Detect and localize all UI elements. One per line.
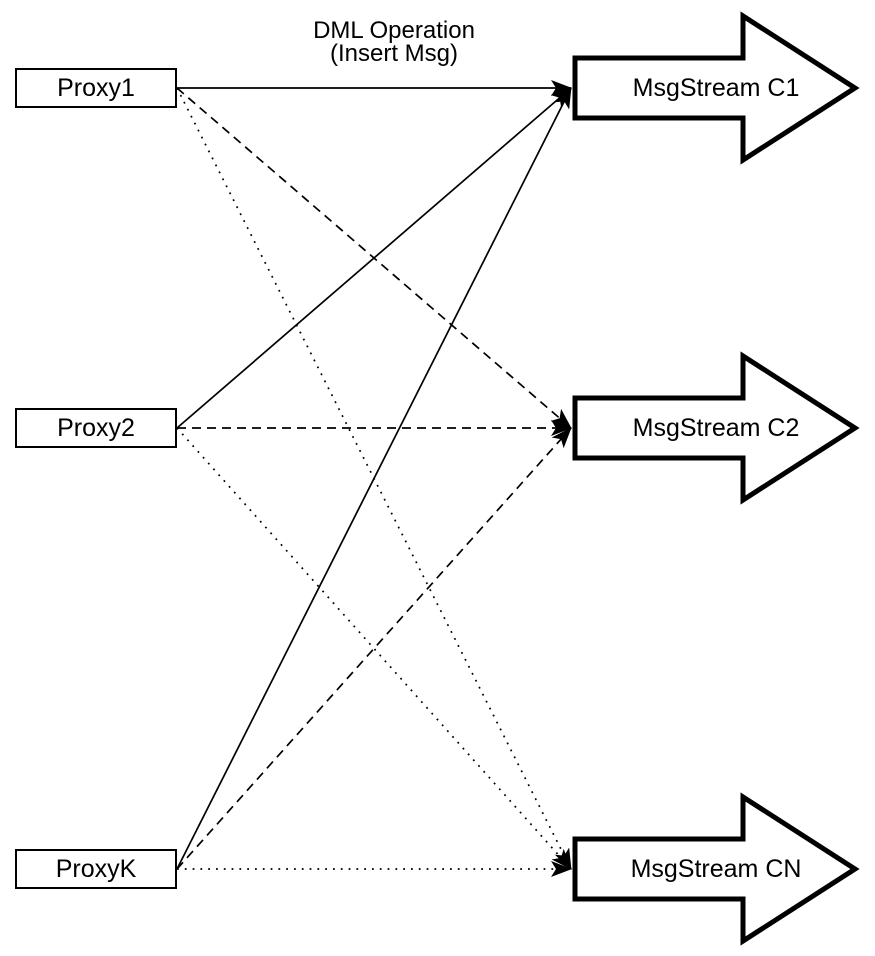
proxy2-node: Proxy2 (15, 408, 177, 448)
dml-operation-label-line1: DML Operation (313, 17, 475, 44)
msgstream-c2-arrow-shape (572, 351, 860, 505)
edge-proxyK-c2-dashed (176, 427, 572, 870)
edge-connectors (176, 80, 572, 877)
edge-proxyK-c1-solid (176, 87, 572, 870)
edge-proxy2-c1-solid (176, 87, 572, 429)
proxy1-node: Proxy1 (15, 68, 177, 108)
proxyK-node: ProxyK (15, 849, 177, 889)
proxy2-label: Proxy2 (57, 413, 135, 442)
proxyK-label: ProxyK (55, 854, 137, 883)
proxy1-label: Proxy1 (57, 73, 135, 102)
msgstream-cn-arrow-shape (572, 792, 860, 946)
msgstream-c1-arrow-shape (572, 11, 860, 165)
edge-proxy2-cn-dotted (176, 427, 572, 870)
dml-operation-label: DML Operation (Insert Msg) (274, 17, 514, 67)
dml-operation-label-line2: (Insert Msg) (329, 40, 458, 67)
